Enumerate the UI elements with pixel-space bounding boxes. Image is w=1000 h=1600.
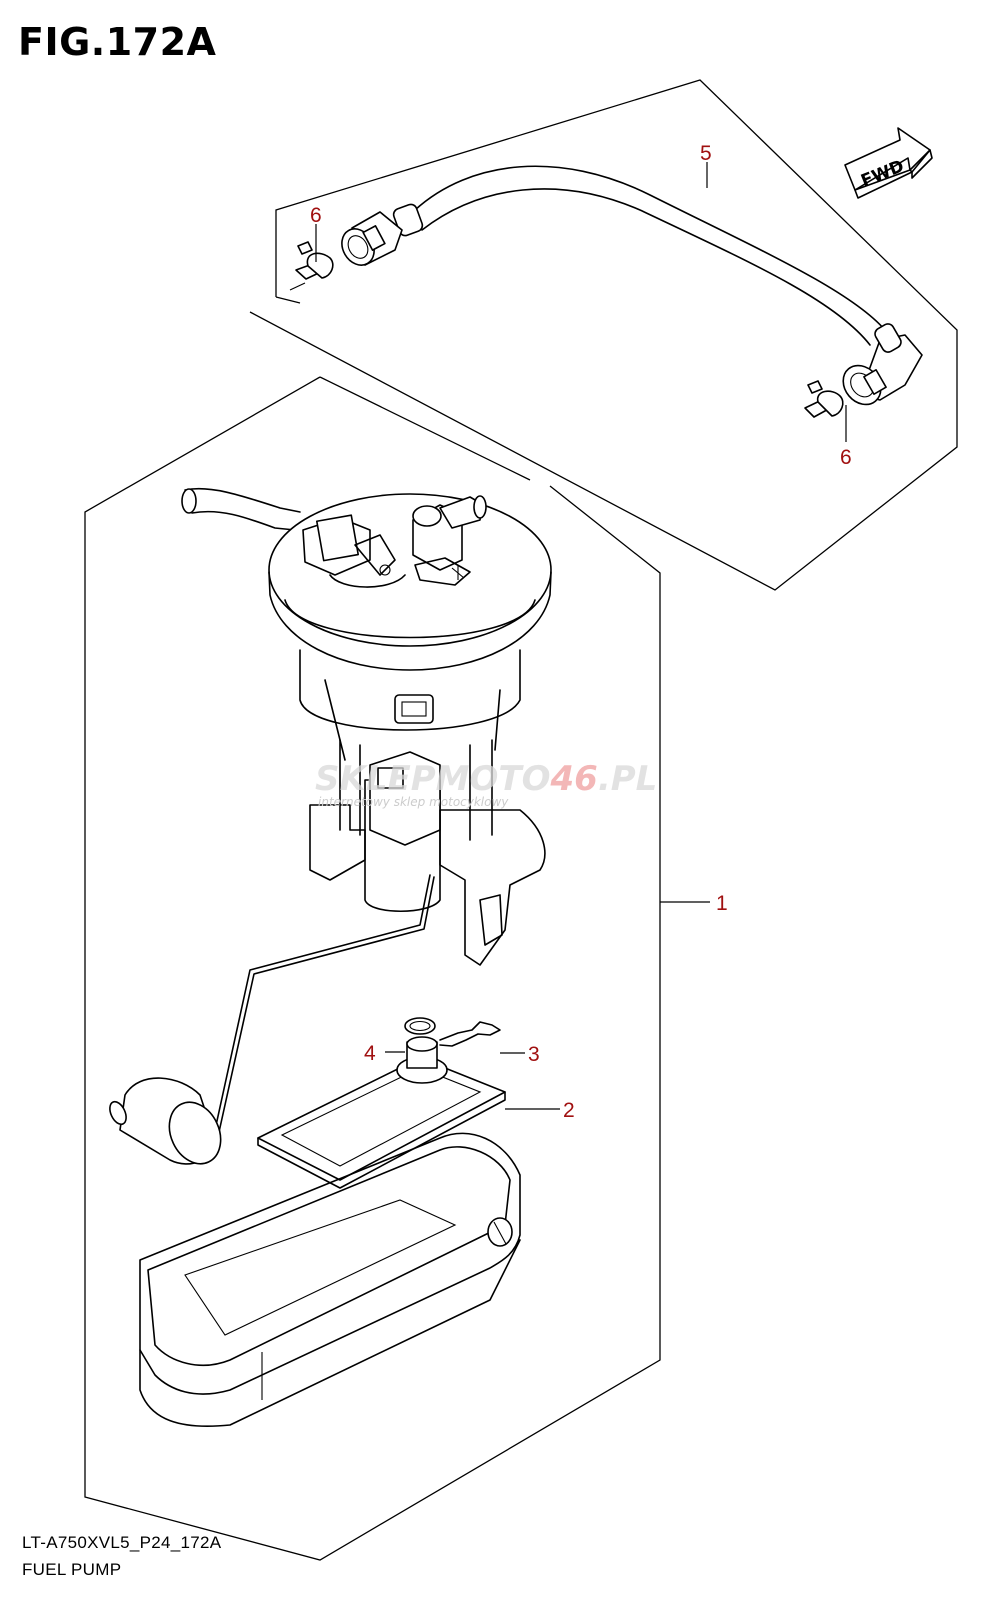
fuel-filter	[257, 1036, 506, 1189]
clip	[439, 1021, 501, 1047]
callout-leaders	[315, 162, 847, 1110]
fuel-hose	[341, 165, 923, 406]
callout-4: 4	[364, 1042, 376, 1065]
watermark-red: 46	[549, 759, 597, 799]
hose-clamp-top	[289, 241, 334, 291]
callout-5: 5	[700, 142, 712, 165]
pump-tray	[139, 1132, 521, 1428]
hose-clamp-bottom	[804, 380, 844, 418]
svg-text:SKLEPMOTO46.PL: SKLEPMOTO46.PL	[315, 759, 657, 799]
watermark-tagline: internetowy sklep motocyklowy	[318, 795, 509, 809]
callout-6-bottom: 6	[840, 446, 852, 469]
hose-frame	[249, 79, 958, 591]
watermark-grey: SKLEPMOTO	[315, 759, 550, 799]
model-code: LT-A750XVL5_P24_172A	[22, 1533, 222, 1552]
callout-2: 2	[563, 1099, 575, 1122]
part-name: FUEL PUMP	[22, 1560, 122, 1579]
callout-1: 1	[716, 892, 728, 915]
callout-3: 3	[528, 1043, 540, 1066]
fwd-marker: FWD	[844, 127, 933, 199]
figure-title: FIG.172A	[18, 20, 217, 64]
callout-6-top: 6	[310, 204, 322, 227]
pump-frame	[84, 376, 661, 1561]
fuel-pump-assembly	[109, 487, 552, 1165]
o-ring	[404, 1017, 436, 1035]
callouts: 5 6 6 1 4 3 2	[310, 142, 852, 1122]
watermark: SKLEPMOTO46.PL internetowy sklep motocyk…	[315, 759, 657, 809]
watermark-suffix: .PL	[598, 759, 658, 799]
